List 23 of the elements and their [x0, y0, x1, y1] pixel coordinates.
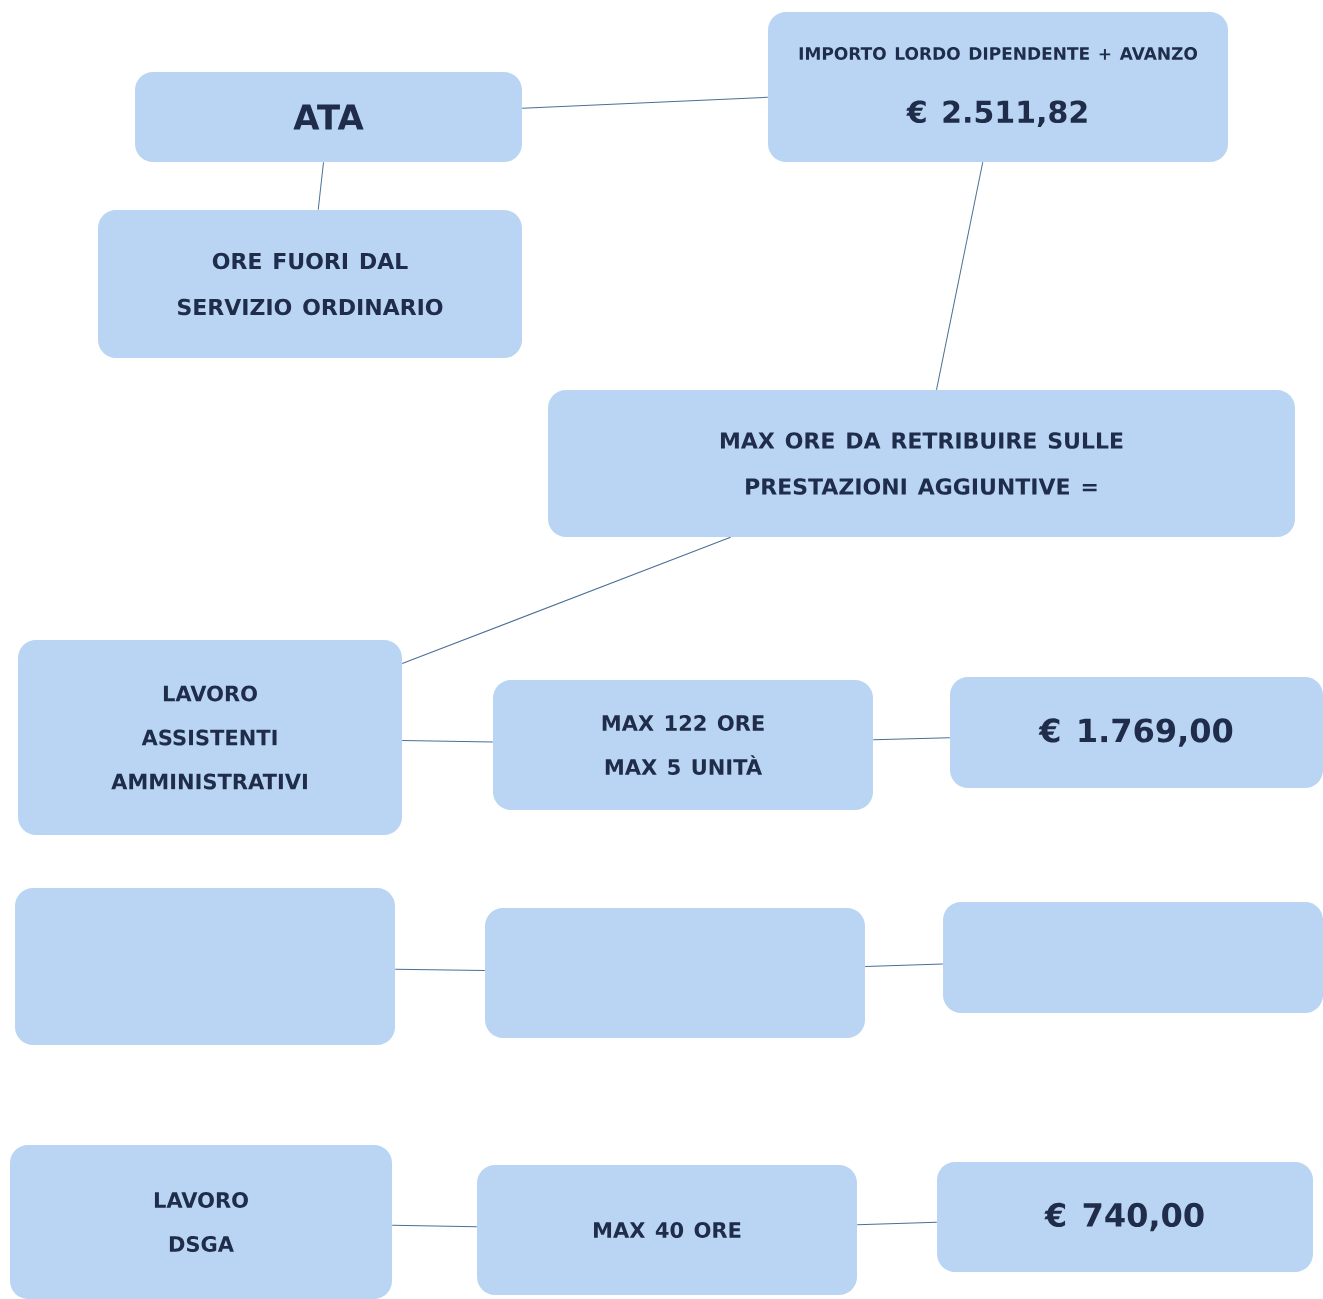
connector-line	[856, 1221, 938, 1226]
connector-line	[521, 96, 769, 109]
text-box: € 740,00	[937, 1162, 1313, 1272]
text-box: ORE FUORI DAL SERVIZIO ORDINARIO	[98, 210, 522, 358]
text-box: MAX 40 ORE	[477, 1165, 857, 1295]
connector-line	[872, 737, 951, 741]
text-box: € 1.769,00	[950, 677, 1323, 788]
text-box: IMPORTO LORDO DIPENDENTE + AVANZO € 2.511,82	[768, 12, 1228, 162]
connector-line	[864, 963, 944, 968]
connector-line	[936, 161, 984, 391]
text-box: ATA	[135, 72, 522, 162]
empty-box	[15, 888, 395, 1045]
text-box: LAVORO DSGA	[10, 1145, 392, 1299]
empty-box	[943, 902, 1323, 1013]
connector-line	[391, 1224, 478, 1228]
empty-box	[485, 908, 865, 1038]
text-box: LAVORO ASSISTENTI AMMINISTRATIVI	[18, 640, 402, 835]
connector-line	[401, 536, 732, 665]
connector-line	[317, 161, 324, 211]
connector-line	[401, 740, 494, 743]
connector-line	[394, 968, 486, 971]
text-box: MAX ORE DA RETRIBUIRE SULLE PRESTAZIONI AGGIUNTIVE =	[548, 390, 1295, 537]
text-box: MAX 122 ORE MAX 5 UNITÀ	[493, 680, 873, 810]
